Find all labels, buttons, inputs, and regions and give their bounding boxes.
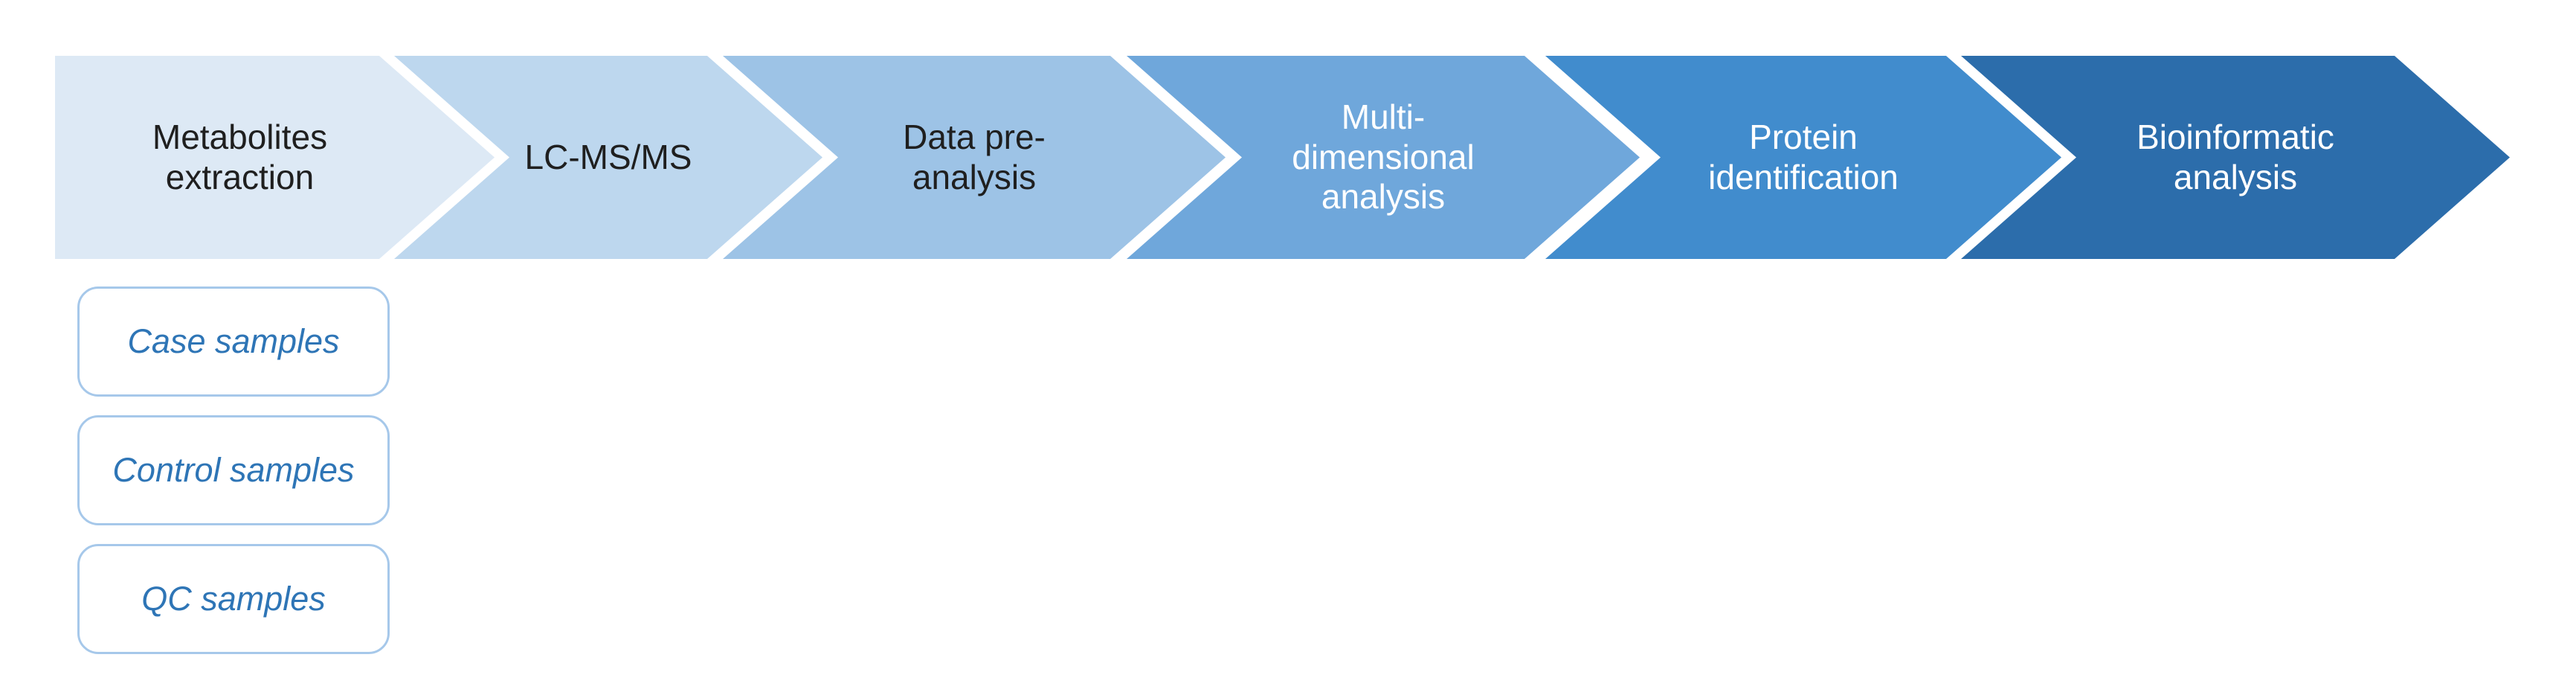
sample-box-control-samples: Control samples	[77, 415, 390, 525]
sample-box-case-samples: Case samples	[77, 286, 390, 397]
sample-box-qc-samples: QC samples	[77, 544, 390, 654]
chevron-step-multi-dimensional-analysis: Multi- dimensional analysis	[1127, 56, 1640, 259]
chevron-step-metabolites-extraction: Metabolites extraction	[55, 56, 495, 259]
